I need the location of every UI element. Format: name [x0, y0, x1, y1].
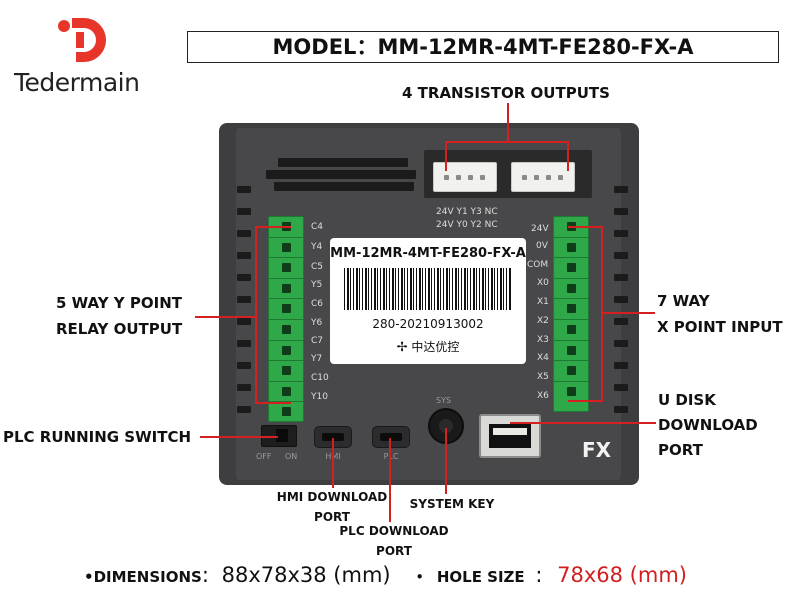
dimensions-value: 88x78x38 (mm) [221, 563, 391, 587]
pin-label: X3 [537, 335, 549, 345]
maker-mark: ✢ 中达优控 [330, 338, 526, 355]
pin-label: C4 [311, 222, 324, 232]
callout-x-input-line1: 7 WAY [657, 292, 710, 310]
pin-label: C10 [311, 373, 329, 383]
footer-specs: •DIMENSIONS: 88x78x38 (mm) • HOLE SIZE :… [84, 560, 687, 592]
serial-number: 280-20210913002 [372, 317, 484, 331]
pin-label: C5 [311, 262, 324, 272]
callout-hmi-port-line1: HMI DOWNLOAD [276, 490, 388, 504]
run-switch[interactable] [261, 425, 297, 447]
pin-label: X4 [537, 353, 549, 363]
hole-bullet: • [415, 568, 425, 586]
usb-disk-port[interactable] [479, 414, 541, 458]
pin-label: 24V [531, 224, 549, 234]
pin-label: Y5 [311, 280, 323, 290]
pin-label: X5 [537, 372, 549, 382]
y-relay-terminal-block [268, 216, 304, 422]
brand-logo-icon [58, 18, 106, 62]
pin-label: X2 [537, 316, 549, 326]
barcode [344, 268, 512, 310]
switch-off-label: OFF [256, 452, 272, 461]
callout-system-key: SYSTEM KEY [409, 497, 495, 511]
maker-name: 中达优控 [411, 340, 460, 354]
pin-label: Y6 [311, 318, 323, 328]
switch-on-label: ON [285, 452, 298, 461]
maker-logo-icon: ✢ [396, 340, 408, 355]
callout-y-relay-line2: RELAY OUTPUT [56, 320, 183, 338]
product-label: MM-12MR-4MT-FE280-FX-A 280-20210913002 ✢… [330, 238, 526, 364]
callout-usb-disk-line2: DOWNLOAD [658, 416, 758, 434]
top-vent-slots [266, 158, 418, 192]
hole-size-value: 78x68 (mm) [557, 563, 687, 587]
hole-size-key: HOLE SIZE [436, 568, 525, 586]
callout-x-input-line2: X POINT INPUT [657, 318, 783, 336]
transistor-connector-2 [511, 162, 575, 192]
callout-plc-port-line1: PLC DOWNLOAD [339, 524, 449, 538]
transistor-pin-label-1: 24V Y1 Y3 NC [436, 207, 498, 217]
pin-label: Y4 [311, 242, 323, 252]
callout-hmi-port-line2: PORT [314, 510, 350, 524]
pin-label: C6 [311, 299, 324, 309]
label-model: MM-12MR-4MT-FE280-FX-A [330, 246, 526, 261]
dimensions-key: •DIMENSIONS [84, 568, 202, 586]
pin-label: Y10 [311, 392, 328, 402]
callout-usb-disk-line3: PORT [658, 441, 703, 459]
hole-size-sep: : [535, 563, 543, 587]
brand-logo [48, 12, 116, 70]
pin-label: Y7 [311, 354, 323, 364]
plc-download-port[interactable] [372, 426, 410, 448]
plc-port-label: PLC [383, 452, 399, 461]
transistor-connector-1 [433, 162, 497, 192]
callout-plc-port-line2: PORT [376, 544, 412, 558]
callout-usb-disk-line1: U DISK [658, 391, 716, 409]
pin-label: X1 [537, 297, 549, 307]
dimensions-sep: : [201, 563, 209, 587]
callout-transistor-outputs: 4 TRANSISTOR OUTPUTS [402, 84, 610, 102]
callout-y-relay-line1: 5 WAY Y POINT [56, 294, 182, 312]
brand-name: Tedermain [14, 68, 140, 97]
pin-label: 0V [536, 241, 548, 251]
callout-run-switch: PLC RUNNING SWITCH [3, 428, 192, 446]
pin-label: X0 [537, 278, 549, 288]
fx-badge: FX [582, 438, 612, 462]
pin-label: X6 [537, 391, 549, 401]
transistor-pin-label-2: 24V Y0 Y2 NC [436, 220, 498, 230]
pin-label: C7 [311, 336, 324, 346]
pin-label: COM [527, 260, 549, 270]
model-label: MODEL：MM-12MR-4MT-FE280-FX-A [187, 31, 779, 63]
sys-key-label: SYS [436, 396, 452, 405]
